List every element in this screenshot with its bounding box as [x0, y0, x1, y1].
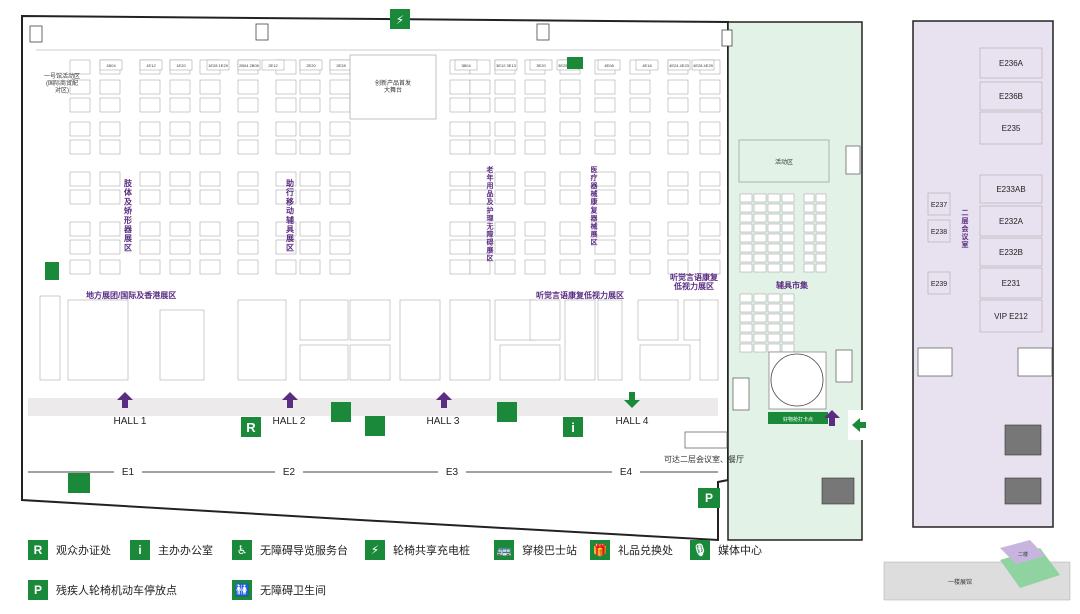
legend-label: 无障碍导览服务台	[260, 545, 348, 557]
meeting-room-label: E233AB	[996, 185, 1025, 194]
corridor-label: E3	[446, 467, 459, 478]
legend-label: 轮椅共享充电桩	[393, 545, 470, 557]
legend-item: 🚌 穿梭巴士站	[494, 540, 577, 560]
meeting-room-label: E231	[1002, 279, 1021, 288]
legend-item: i 主办办公室	[130, 540, 213, 560]
meeting-room-label: E235	[1002, 124, 1021, 133]
legend-label: 残疾人轮椅机动车停放点	[56, 585, 177, 597]
hall-label: HALL 4	[616, 416, 649, 427]
legend-icon: i	[130, 540, 150, 560]
second-floor-mini-label: 二楼	[1018, 551, 1028, 558]
intl-area-label: 一号馆活动区(国际商贸配对区)	[44, 72, 80, 94]
legend-icon: 🚌	[494, 540, 514, 560]
booth-label: 4E24 4E23	[669, 63, 690, 68]
meeting-room-label: E236A	[999, 59, 1024, 68]
legend-item: 🎙 媒体中心	[690, 540, 762, 560]
elderly-zone-label: 老年用品及护理无障碍展区	[486, 165, 495, 263]
svg-text:R: R	[246, 420, 256, 435]
legend-icon: ⚡	[365, 540, 385, 560]
legend-label: 穿梭巴士站	[522, 545, 577, 557]
legend-icon: 🎁	[590, 540, 610, 560]
hearing-zone-right-label: 听觉言语康复低视力展区	[670, 272, 719, 291]
legend-icon: R	[28, 540, 48, 560]
second-floor-note: 可达二层会议室、餐厅	[664, 454, 744, 464]
booth-label: 3E20	[536, 63, 546, 68]
good-item-label: 好物抢打卡点	[783, 416, 813, 423]
legend-label: 主办办公室	[158, 545, 213, 557]
small-room-label: E238	[931, 229, 947, 236]
legend-icon: ♿	[232, 540, 252, 560]
svg-text:⚡: ⚡	[396, 13, 404, 27]
corridor-label: E1	[122, 467, 135, 478]
legend-icon: P	[28, 580, 48, 600]
legend-icon: 🚻	[232, 580, 252, 600]
legend-item: 🚻 无障碍卫生间	[232, 580, 326, 600]
legend-label: 媒体中心	[718, 545, 762, 557]
local-zone-label: 地方展团/国际及香港展区	[86, 290, 176, 300]
medical-zone-label: 医疗器械康复器械展区	[590, 166, 599, 246]
booth-label: 1E12	[146, 63, 156, 68]
hall-label: HALL 3	[427, 416, 460, 427]
booth-label: 2E28	[336, 63, 346, 68]
booth-label: 2E12	[268, 63, 278, 68]
legend-label: 无障碍卫生间	[260, 585, 326, 597]
market-booths	[739, 193, 827, 353]
svg-text:i: i	[571, 420, 575, 435]
corridor-label: E2	[283, 467, 296, 478]
first-floor-label: 一楼展馆	[948, 578, 972, 586]
aids-market-label: 辅具市集	[776, 280, 809, 290]
legend-item: ♿ 无障碍导览服务台	[232, 540, 348, 560]
small-room-label: E239	[931, 281, 947, 288]
travel-zone-label: 助行移动辅具展区	[285, 178, 294, 252]
legend-label: 礼品兑换处	[618, 545, 673, 557]
corridor-label: E4	[620, 467, 633, 478]
legend-item: 🎁 礼品兑换处	[590, 540, 673, 560]
booth-label: 3E12 3E13	[496, 63, 517, 68]
meeting-room-label: VIP E212	[994, 312, 1028, 321]
legend-label: 观众办证处	[56, 545, 111, 557]
meeting-room-label: E236B	[999, 92, 1023, 101]
booth-label: 3B04	[461, 63, 471, 68]
booth-grid: 1B04 1E12 1E20 1E28 1E29 2B04 2B05 2E12 2E20 2E…	[39, 59, 721, 381]
small-room-label: E237	[931, 202, 947, 209]
meeting-room-label: E232A	[999, 217, 1024, 226]
activity-area-label: 活动区	[775, 158, 793, 166]
top-charging-icon	[390, 9, 410, 29]
booth-label: 1B04	[106, 63, 116, 68]
hall-label: HALL 2	[273, 416, 306, 427]
meeting-room-label: E232B	[999, 248, 1023, 257]
innovation-stage-label: 创新产品首发大舞台	[375, 79, 411, 94]
booth-label: 4E16	[642, 63, 652, 68]
hearing-zone-label: 听觉言语康复低视力展区	[536, 290, 624, 300]
booth-label: 1E28 1E29	[208, 63, 229, 68]
legend-icon: 🎙	[690, 540, 710, 560]
booth-label: 4E28 4E29	[693, 63, 714, 68]
hall-label: HALL 1	[114, 416, 147, 427]
booth-label: 2E20	[306, 63, 316, 68]
booth-label: 2B04 2B05	[239, 63, 260, 68]
svg-text:P: P	[705, 491, 713, 505]
legend-item: ⚡ 轮椅共享充电桩	[365, 540, 470, 560]
booth-label: 1E20	[176, 63, 186, 68]
booth-label: 4E08	[604, 63, 614, 68]
legend-item: R 观众办证处	[28, 540, 111, 560]
meeting-zone-label: 二层会议室	[961, 209, 970, 249]
mobility-zone-label: 肢体及矫形器展区	[123, 178, 133, 252]
legend-item: P 残疾人轮椅机动车停放点	[28, 580, 177, 600]
